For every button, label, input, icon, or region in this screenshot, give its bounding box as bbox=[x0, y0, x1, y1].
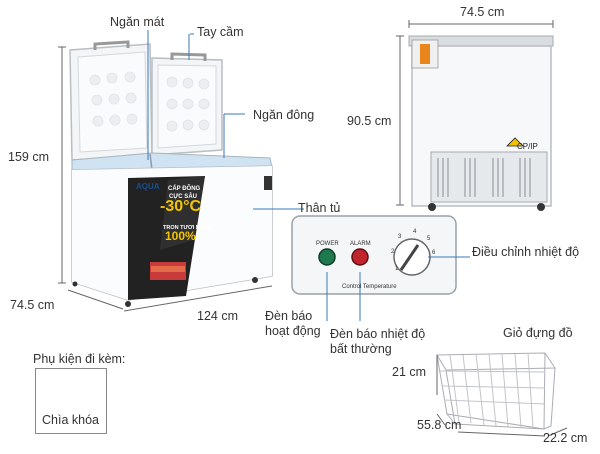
alarm-led bbox=[351, 248, 369, 266]
dial-number-5: 5 bbox=[427, 236, 431, 242]
label-chieu-cao: 159 cm bbox=[8, 150, 49, 164]
handle-left bbox=[93, 40, 130, 50]
dial-number-1: 1 bbox=[395, 266, 399, 272]
banner-temp: -30°C bbox=[160, 198, 202, 215]
side-dimension-lines bbox=[396, 20, 554, 206]
label-gio-cao: 21 cm bbox=[392, 365, 427, 379]
control-panel: POWER ALARM Control Temperature 1 2 3 4 … bbox=[291, 215, 457, 295]
accessory-box bbox=[35, 368, 107, 434]
label-den-nhiet-do: Đèn báo nhiệt độ bất thường bbox=[330, 327, 426, 356]
label-dieu-chinh-nhiet-do: Điều chỉnh nhiệt độ bbox=[472, 245, 580, 259]
freezer-front-view bbox=[69, 40, 273, 307]
temperature-dial bbox=[393, 238, 431, 276]
storage-basket bbox=[436, 352, 568, 437]
label-ngan-mat: Ngăn mát bbox=[110, 15, 165, 29]
dial-number-3: 3 bbox=[398, 234, 402, 240]
banner-line1: CẤP ĐÔNG bbox=[168, 186, 201, 192]
dial-number-6: 6 bbox=[432, 250, 436, 256]
label-side-height: 90.5 cm bbox=[347, 114, 392, 128]
banner-line2: CỰC SÂU bbox=[169, 194, 197, 200]
label-gio-dai: 55.8 cm bbox=[417, 418, 462, 432]
power-label: POWER bbox=[316, 241, 339, 247]
label-chieu-rong: 124 cm bbox=[197, 309, 238, 323]
top-opening bbox=[71, 152, 273, 171]
label-than-tu: Thân tủ bbox=[298, 201, 341, 215]
banner-line3: TRON TƯƠI NGON bbox=[163, 225, 213, 231]
label-den-hoat-dong: Đèn báo hoạt động bbox=[265, 309, 321, 338]
brand-logo-text: AQUA bbox=[136, 182, 160, 191]
dial-number-4: 4 bbox=[413, 229, 417, 235]
label-phu-kien: Phụ kiện đi kèm: bbox=[33, 352, 126, 366]
power-led bbox=[318, 248, 336, 266]
label-ngan-dong: Ngăn đông bbox=[253, 108, 315, 122]
main-dimension-lines bbox=[58, 46, 273, 312]
label-chieu-sau: 74.5 cm bbox=[10, 298, 55, 312]
label-gio-rong: 22.2 cm bbox=[543, 431, 588, 445]
label-chia-khoa: Chìa khóa bbox=[42, 413, 99, 427]
side-cert-label: CP/IP bbox=[517, 142, 538, 151]
label-gio-dung-do: Giỏ đựng đồ bbox=[503, 326, 573, 340]
dial-number-2: 2 bbox=[391, 249, 395, 255]
callout-lines bbox=[147, 30, 470, 321]
label-tay-cam: Tay cầm bbox=[197, 25, 244, 39]
banner-percent: 100% bbox=[165, 229, 196, 243]
freezer-side-view: CP/IP bbox=[408, 35, 554, 211]
alarm-label: ALARM bbox=[350, 241, 371, 247]
label-side-width: 74.5 cm bbox=[460, 5, 505, 19]
control-temperature-label: Control Temperature bbox=[342, 284, 397, 290]
